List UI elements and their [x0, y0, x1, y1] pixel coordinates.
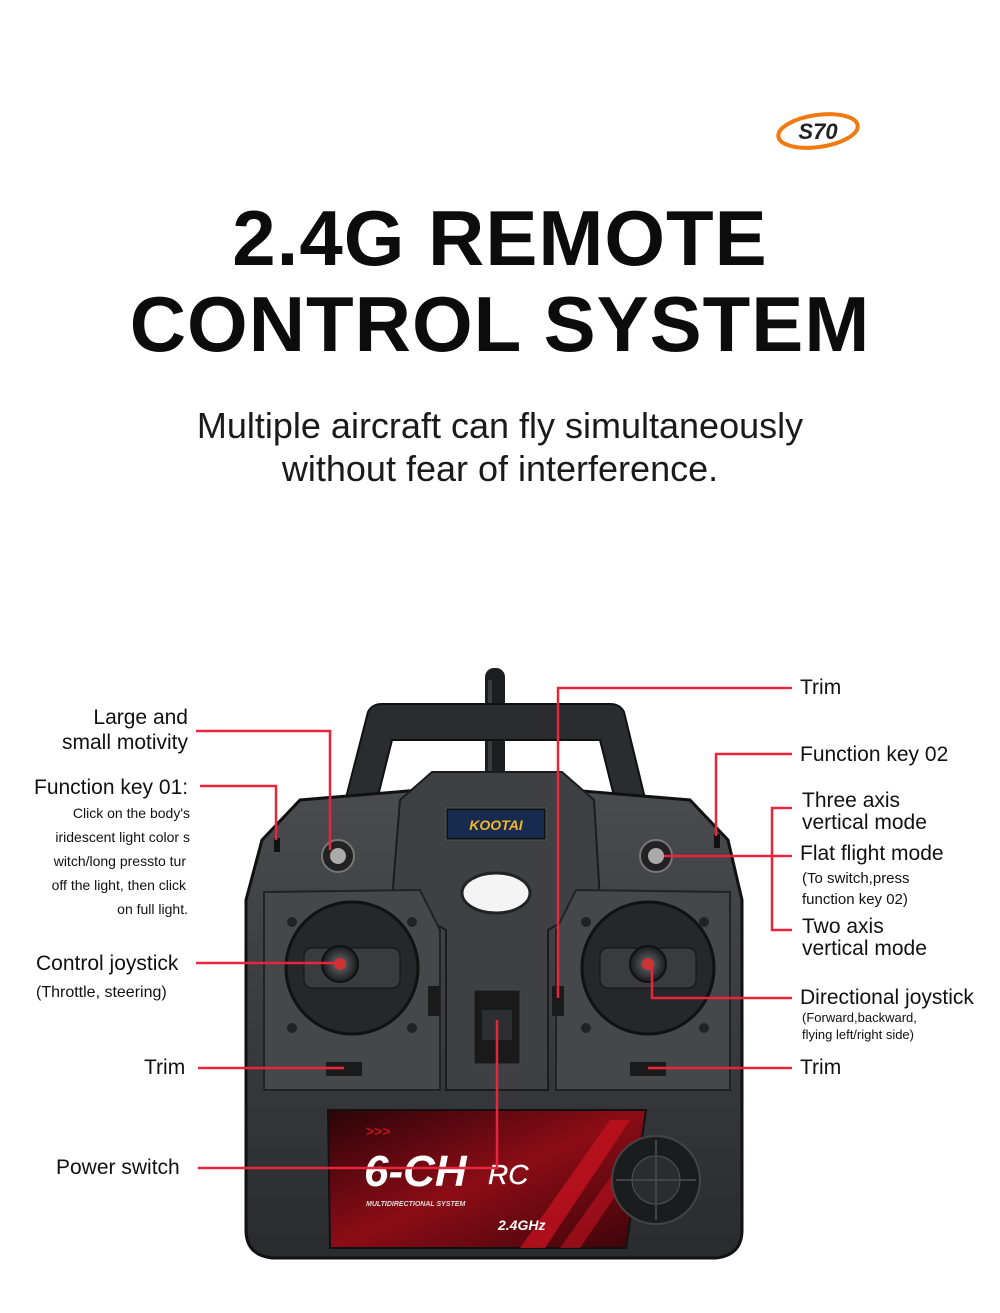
right-joystick[interactable] — [580, 900, 716, 1036]
panel-title: 6-CH — [364, 1147, 468, 1196]
label-power-switch: Power switch — [56, 1156, 180, 1179]
desc-flat-flight-line1: (To switch,press — [802, 870, 910, 887]
label-motivity-line2: small motivity — [61, 731, 188, 754]
desc-control-joystick: (Throttle, steering) — [36, 984, 167, 1001]
label-trim-top: Trim — [800, 676, 842, 699]
function-key-02[interactable] — [714, 834, 720, 848]
label-panel: >>> 6-CH RC MULTIDIRECTIONAL SYSTEM 2.4G… — [326, 1109, 648, 1249]
label-two-axis-line2: vertical mode — [802, 937, 927, 960]
panel-suffix: RC — [488, 1159, 529, 1190]
callout-mode-bracket — [770, 806, 792, 932]
desc-directional-joystick-line2: flying left/right side) — [802, 1027, 914, 1042]
panel-frequency: 2.4GHz — [497, 1217, 545, 1233]
label-control-joystick: Control joystick — [36, 952, 179, 975]
callout-directional-joystick — [650, 966, 792, 1000]
function-key-01[interactable] — [274, 838, 280, 852]
desc-function-key-01-line5: on full light. — [117, 901, 188, 917]
label-directional-joystick: Directional joystick — [800, 986, 974, 1009]
brand-screen: KOOTAI — [445, 807, 547, 841]
desc-directional-joystick-line1: (Forward,backward, — [802, 1010, 917, 1025]
label-three-axis-line1: Three axis — [802, 789, 901, 812]
callout-function-key-01 — [200, 784, 278, 840]
label-function-key-01: Function key 01: — [34, 776, 189, 799]
svg-text:>>>: >>> — [366, 1123, 391, 1139]
label-trim-left: Trim — [144, 1056, 186, 1079]
panel-caption: MULTIDIRECTIONAL SYSTEM — [366, 1201, 465, 1208]
d-pad[interactable] — [611, 1135, 701, 1225]
desc-function-key-01-line3: witch/long pressto tur — [53, 853, 186, 869]
indicator-light — [460, 871, 532, 915]
callout-trim-top — [556, 686, 792, 998]
label-trim-right: Trim — [800, 1056, 842, 1079]
callout-lines — [196, 686, 792, 1170]
callout-function-key-02 — [714, 752, 792, 836]
trim-right-vertical[interactable] — [552, 986, 564, 1016]
label-flat-flight: Flat flight mode — [800, 842, 944, 865]
headline-line1: 2.4G REMOTE — [232, 194, 768, 282]
desc-flat-flight-line2: function key 02) — [802, 891, 908, 908]
headline-line2: CONTROL SYSTEM — [129, 280, 871, 368]
callout-motivity — [196, 729, 332, 850]
label-two-axis-line1: Two axis — [802, 915, 884, 938]
label-three-axis-line2: vertical mode — [802, 811, 927, 834]
label-function-key-02: Function key 02 — [800, 743, 949, 766]
screen-logo-text: KOOTAI — [469, 817, 524, 833]
left-joystick[interactable] — [284, 900, 420, 1036]
brand-logo-text: S70 — [798, 119, 838, 144]
desc-function-key-01-line2: iridescent light color s — [55, 829, 190, 845]
label-motivity-line1: Large and — [93, 706, 188, 729]
subheadline-line2: without fear of interference. — [281, 448, 719, 489]
subheadline-line1: Multiple aircraft can fly simultaneously — [196, 405, 804, 446]
desc-function-key-01-line4: off the light, then click — [51, 877, 186, 893]
desc-function-key-01-line1: Click on the body's — [72, 805, 190, 821]
trim-left-vertical[interactable] — [428, 986, 440, 1016]
callout-power-switch — [198, 1020, 499, 1170]
motivity-button[interactable] — [321, 839, 355, 873]
brand-logo: S70 — [776, 112, 860, 150]
